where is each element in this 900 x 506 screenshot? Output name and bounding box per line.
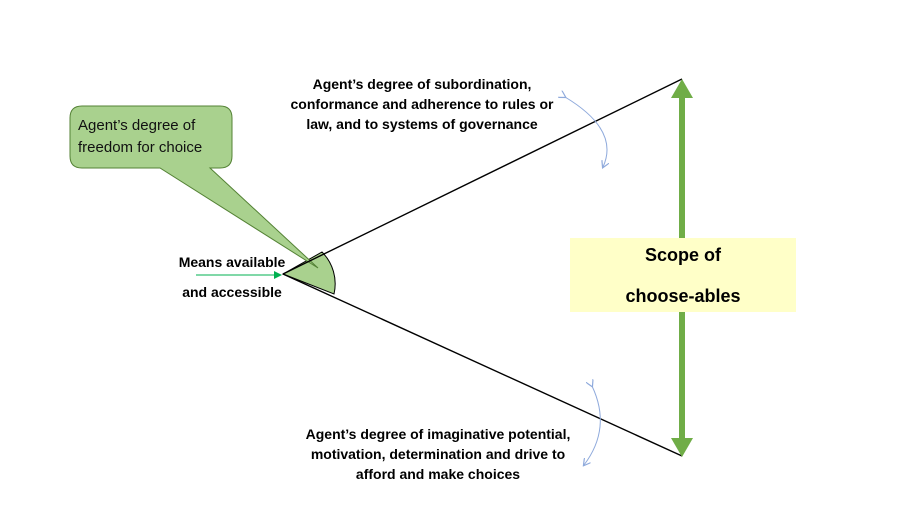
angle-wedge — [281, 251, 336, 295]
subordination-line-2: conformance and adherence to rules or — [290, 96, 554, 112]
imagination-line-2: motivation, determination and drive to — [310, 446, 566, 462]
upper-boundary-line — [282, 78, 683, 275]
subordination-line-1: Agent’s degree of subordination, — [312, 76, 532, 92]
callout-line-1: Agent’s degree of — [78, 117, 196, 134]
lower-curved-arrow — [584, 386, 601, 465]
means-label-line-2: and accessible — [182, 284, 282, 300]
scope-box: Scope of choose-ables — [570, 238, 796, 312]
imagination-line-1: Agent’s degree of imaginative potential, — [305, 426, 571, 442]
means-label-line-1: Means available — [178, 254, 286, 270]
subordination-label: Agent’s degree of subordination, conform… — [262, 74, 582, 134]
upper-curved-arrow — [565, 97, 607, 167]
scope-line-2: choose-ables — [625, 286, 741, 306]
lower-boundary-line — [282, 273, 683, 457]
imagination-label: Agent’s degree of imaginative potential,… — [262, 424, 614, 484]
callout-line-2: freedom for choice — [78, 139, 203, 156]
callout-bubble — [69, 105, 319, 269]
scope-line-1: Scope of — [644, 245, 721, 265]
subordination-line-3: law, and to systems of governance — [306, 116, 538, 132]
imagination-line-3: afford and make choices — [355, 466, 521, 482]
callout-label: Agent’s degree of freedom for choice — [78, 115, 228, 159]
